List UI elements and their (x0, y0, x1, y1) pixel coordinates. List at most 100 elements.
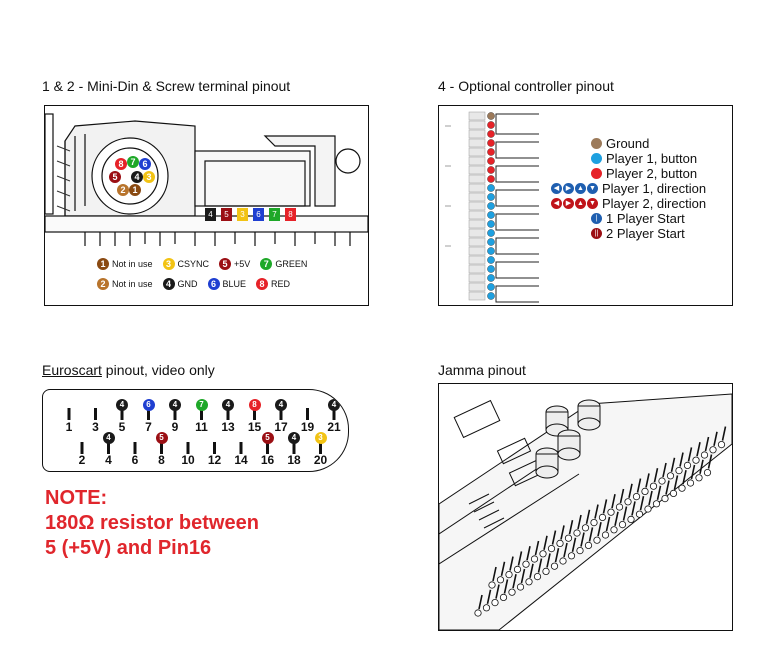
euroscart-pin-bar (133, 442, 137, 454)
controller-pin (487, 112, 495, 120)
jamma-pin (662, 462, 667, 478)
controller-pin (487, 157, 495, 165)
jamma-pin (560, 525, 565, 540)
jamma-pin (707, 454, 713, 469)
euroscart-pin-marker: 4 (102, 432, 115, 444)
jamma-pin-label-bubble (678, 484, 686, 492)
legend-label: Player 1, button (606, 151, 698, 166)
pin-8-icon: 8 (256, 278, 269, 290)
jamma-pin (645, 473, 650, 488)
legend-row-p1-button: Player 1, button (591, 151, 706, 166)
jamma-edge-pins (474, 426, 727, 617)
legend-row-p1-direction: ◀ ▶ ▲ ▼ Player 1, direction (551, 181, 706, 196)
jamma-pin-label-bubble (533, 573, 542, 581)
euroscart-pin-label: 10 (181, 453, 195, 467)
jamma-pin-label-bubble (607, 508, 615, 516)
legend-label: Player 2, button (606, 166, 698, 181)
jamma-pin (704, 436, 710, 452)
jamma-pin-label-bubble (615, 503, 624, 511)
jamma-pin-label-bubble (593, 536, 601, 544)
controller-pin (487, 256, 495, 264)
jamma-pin (492, 566, 497, 582)
pin-1-icon: 1 (97, 258, 109, 270)
controller-pin (487, 166, 495, 174)
jamma-pin-label-bubble (692, 456, 700, 464)
jamma-pin (670, 457, 676, 472)
legend-label: GND (177, 279, 198, 289)
jamma-pin (639, 496, 645, 511)
euroscart-pin-label: 19 (300, 420, 315, 434)
minidin-connector: 8 7 6 5 4 3 2 1 (107, 156, 157, 196)
jamma-pin (696, 442, 701, 457)
euroscart-pin-bar (200, 408, 203, 420)
euroscart-pin-bar (186, 442, 190, 454)
euroscart-pin-marker: 4 (169, 399, 181, 411)
controller-pin (487, 139, 495, 147)
euroscart-pin-bar (80, 442, 84, 454)
screw-terminal-label: 6 (253, 208, 264, 221)
legend-row-p2-direction: ◀ ▶ ▲ ▼ Player 2, direction (551, 196, 706, 211)
resistor-note: NOTE: 180Ω resistor between 5 (+5V) and … (45, 486, 259, 561)
euroscart-pin-label: 11 (195, 420, 208, 434)
jamma-pin-label-bubble (522, 560, 530, 568)
minidin-title: 1 & 2 - Mini-Din & Screw terminal pinout (42, 78, 291, 94)
jamma-pin-label-bubble (547, 545, 556, 553)
jamma-pin-label-bubble (550, 562, 559, 570)
euroscart-link[interactable]: Euroscart (42, 362, 102, 378)
controller-pin (487, 283, 495, 291)
jamma-pin (611, 494, 616, 509)
euroscart-pin-bar (160, 442, 163, 454)
jamma-pin (577, 514, 582, 530)
jamma-title: Jamma pinout (438, 362, 526, 378)
euroscart-pin-bar (147, 408, 150, 420)
jamma-pin-label-bubble (632, 493, 641, 501)
euroscart-pin-marker: 5 (261, 432, 274, 444)
controller-pin (487, 184, 495, 192)
jamma-pin-label-bubble (513, 565, 522, 573)
minidin-pin-6: 6 (139, 158, 151, 170)
jamma-pin (631, 501, 636, 516)
euroscart-pin-marker: 7 (195, 399, 208, 411)
jamma-pin (673, 475, 679, 490)
euroscart-pin-bar (67, 408, 71, 420)
note-line-2: 180Ω resistor between (45, 512, 259, 534)
controller-pin (487, 292, 495, 300)
jamma-pin-label-bubble (508, 588, 516, 596)
p2-start-icon: || (591, 228, 602, 239)
legend-label: CSYNC (177, 259, 210, 269)
jamma-pin (571, 537, 577, 552)
jamma-pin-label-bubble (695, 474, 703, 482)
jamma-pin-label-bubble (601, 531, 610, 539)
euroscart-pin-bar (213, 442, 216, 454)
jamma-pin-label-bubble (686, 479, 695, 487)
blue-arrows-icon: ◀ ▶ ▲ ▼ (551, 183, 598, 194)
euroscart-pin-label: 15 (247, 420, 262, 434)
screw-terminal-label: 5 (221, 208, 232, 221)
jamma-pin-label-bubble (644, 505, 652, 513)
euroscart-pin-bar (107, 442, 110, 454)
euroscart-pin-label: 3 (92, 420, 99, 434)
minidin-pin-5: 5 (109, 171, 121, 183)
jamma-pin-label-bubble (499, 593, 508, 601)
jamma-pin (628, 483, 633, 498)
jamma-pin-label-bubble (525, 578, 533, 586)
jamma-pin (687, 447, 693, 462)
jamma-pin (594, 504, 599, 519)
jamma-pin (679, 452, 684, 467)
legend-label: +5V (234, 259, 251, 269)
euroscart-pin-marker: 3 (314, 432, 327, 444)
euroscart-pin-label: 7 (145, 420, 152, 434)
euroscart-pin-label: 4 (105, 453, 112, 467)
euroscart-pin-label: 2 (78, 453, 86, 467)
jamma-pin (690, 464, 696, 480)
screw-terminal-label: 4 (205, 208, 216, 221)
jamma-pin (665, 480, 670, 495)
jamma-pin-label-bubble (683, 461, 692, 470)
minidin-pin-4: 4 (131, 171, 143, 183)
jamma-pin (614, 511, 619, 526)
jamma-panel (438, 383, 733, 631)
